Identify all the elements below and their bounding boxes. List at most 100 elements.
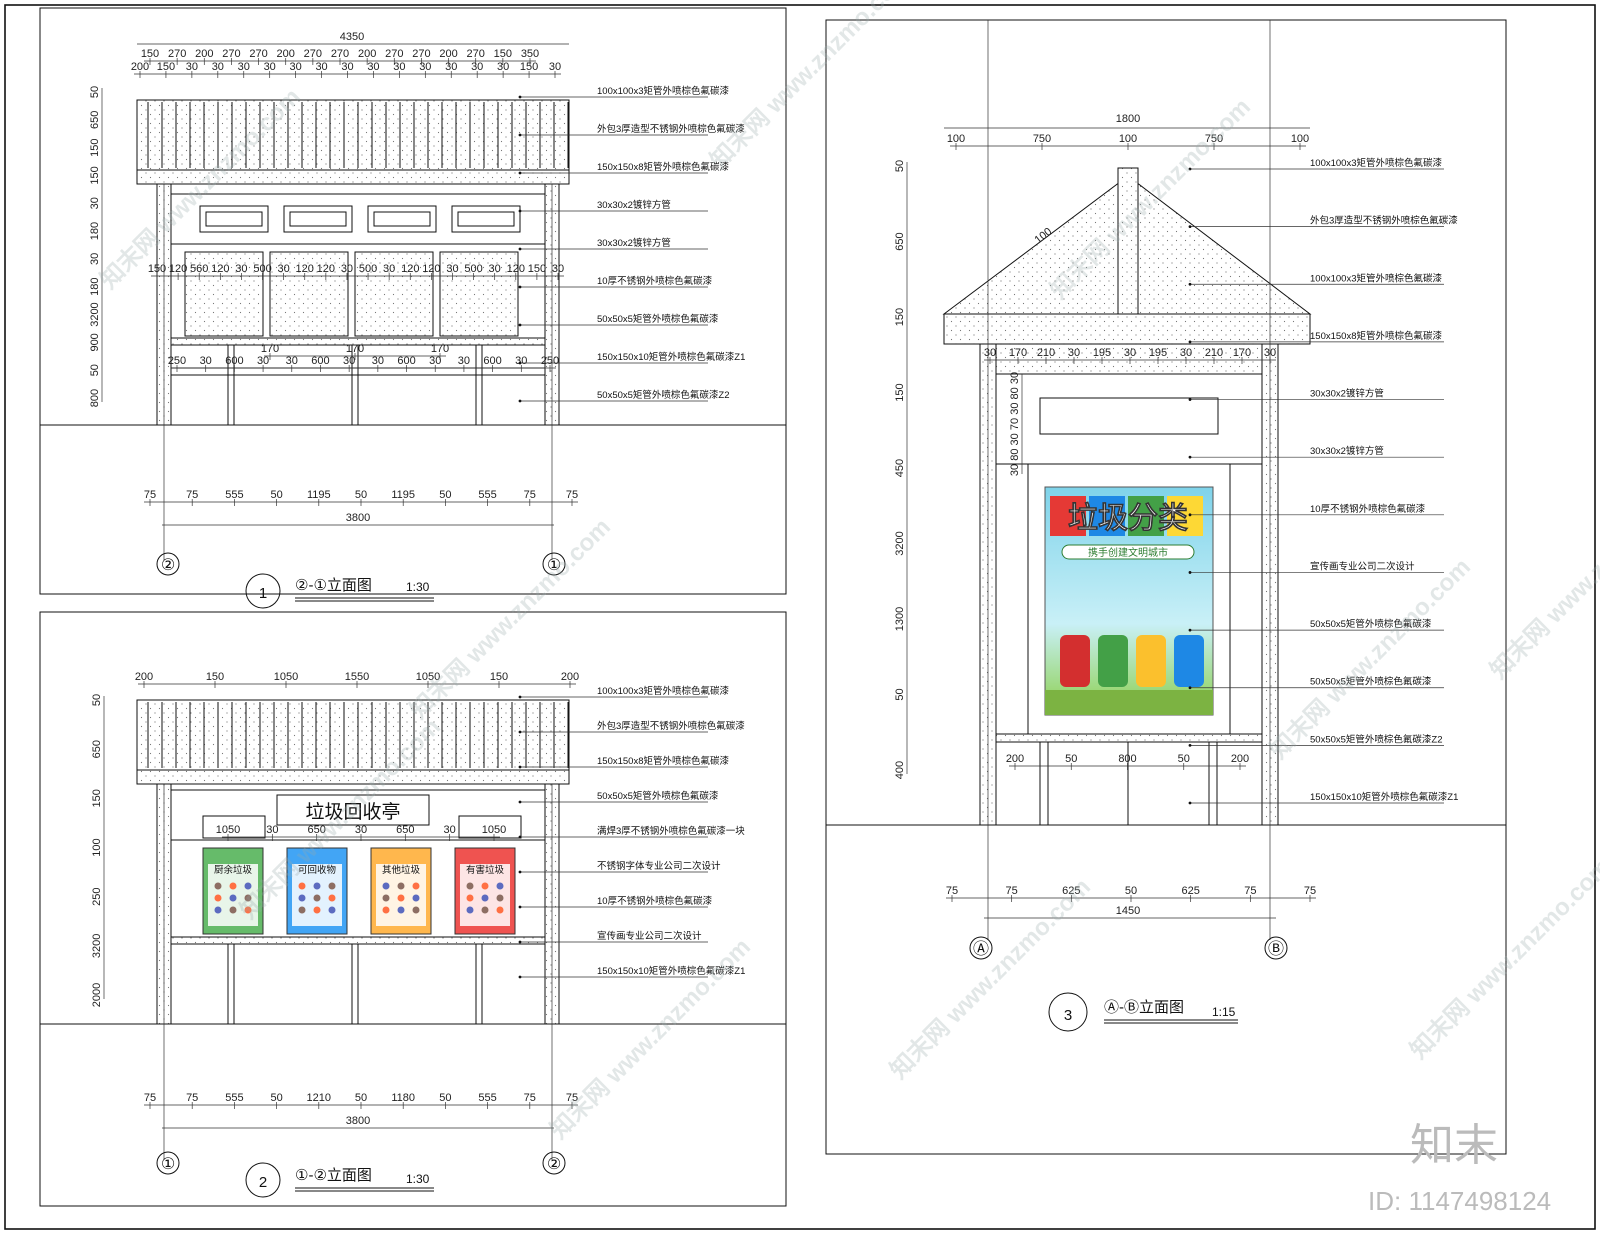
view1-lower-dim-4: 30 bbox=[286, 355, 298, 367]
view1-vdim-8: 3200 bbox=[89, 302, 101, 326]
view3-panel-dim-2: 210 bbox=[1037, 347, 1055, 359]
view1-bottom-dim-1: 75 bbox=[186, 489, 198, 501]
view1-top-row2-10: 30 bbox=[393, 61, 405, 73]
view1-overall-dim: 3800 bbox=[346, 512, 370, 524]
view1-panel-dim-16: 30 bbox=[489, 263, 501, 275]
view1-frame bbox=[39, 7, 787, 595]
view1-lower-dim-13: 250 bbox=[541, 355, 559, 367]
view1-top-row1-1: 270 bbox=[168, 48, 186, 60]
view1-top-row1-2: 200 bbox=[195, 48, 213, 60]
view3-notes-0: 100x100x3矩管外喷棕色氟碳漆 bbox=[1310, 157, 1442, 169]
view1-panel-dim-4: 30 bbox=[235, 263, 247, 275]
view1-vdim-2: 150 bbox=[89, 138, 101, 156]
view3-base-dim-4: 200 bbox=[1231, 753, 1249, 765]
view1-top-row1-0: 150 bbox=[141, 48, 159, 60]
view2-bottom-dim-3: 50 bbox=[270, 1092, 282, 1104]
view3-sign-vdim-0: 30 bbox=[1009, 372, 1021, 384]
view2-poster-label-0: 厨余垃圾 bbox=[214, 864, 253, 876]
view2-vdim-1: 650 bbox=[91, 740, 103, 758]
view1-bottom-dim-3: 50 bbox=[270, 489, 282, 501]
view1-notes-2: 150x150x8矩管外喷棕色氟碳漆 bbox=[597, 161, 729, 173]
poster-tile-2 bbox=[1089, 496, 1125, 536]
view1-top-row2-8: 30 bbox=[341, 61, 353, 73]
view2-vdim-5: 3200 bbox=[91, 934, 103, 958]
view2-board-dim-6: 1050 bbox=[482, 824, 506, 836]
view1-top-row2-3: 30 bbox=[212, 61, 224, 73]
view1-sign-frame-3 bbox=[451, 205, 521, 233]
view3-sign-vdim-6: 30 bbox=[1009, 464, 1021, 476]
view3-axis-bubble-left bbox=[969, 936, 993, 960]
view1-panel-dim-10: 500 bbox=[359, 263, 377, 275]
watermark-1: 知末网 www.znzmo.com bbox=[405, 513, 616, 724]
poster-tile-1 bbox=[1050, 496, 1086, 536]
view1-lower-dim-2: 600 bbox=[225, 355, 243, 367]
view1-panel-dim-0: 150 bbox=[148, 263, 166, 275]
view2-bottom-dim-8: 555 bbox=[478, 1092, 496, 1104]
view1-panel-dim-6: 30 bbox=[278, 263, 290, 275]
view1-scale: 1:30 bbox=[406, 580, 430, 594]
view2-vdim-0: 50 bbox=[91, 694, 103, 706]
view1-notes-6: 50x50x5矩管外喷棕色氟碳漆 bbox=[597, 313, 719, 325]
view1-panel-dim-7: 120 bbox=[296, 263, 314, 275]
bin-blue bbox=[1174, 635, 1204, 687]
view3-sign-frame bbox=[995, 373, 1263, 465]
view1-panel-dim-15: 500 bbox=[464, 263, 482, 275]
view2-notes-2: 150x150x8矩管外喷棕色氟碳漆 bbox=[597, 755, 729, 767]
view3-notes-5: 30x30x2镀锌方管 bbox=[1310, 445, 1384, 457]
view1-roof-cladding bbox=[136, 99, 570, 171]
view3-notes-10: 50x50x5矩管外喷棕色氟碳漆Z2 bbox=[1310, 733, 1443, 745]
view3-sign-box bbox=[1039, 397, 1219, 435]
view3-sign-vdim-2: 30 bbox=[1009, 403, 1021, 415]
view3-vdim-1: 650 bbox=[894, 232, 906, 250]
view1-panel-dim-1: 120 bbox=[169, 263, 187, 275]
view3-panel-dim-6: 195 bbox=[1149, 347, 1167, 359]
view2-overall-dim: 3800 bbox=[346, 1115, 370, 1127]
view3-top-dim-2: 100 bbox=[1119, 133, 1137, 145]
view1-top-row1-6: 270 bbox=[304, 48, 322, 60]
view1-vdim-10: 50 bbox=[89, 364, 101, 376]
view3-axis-left: Ⓐ bbox=[973, 940, 989, 958]
view2-bottom-dim-0: 75 bbox=[144, 1092, 156, 1104]
view2-number-circle bbox=[245, 1162, 281, 1198]
view3-panel-dim-3: 30 bbox=[1068, 347, 1080, 359]
view3-poster-subtitle: 携手创建文明城市 bbox=[1088, 546, 1168, 559]
view3-top-dim-3: 750 bbox=[1205, 133, 1223, 145]
view1-vdim-5: 180 bbox=[89, 222, 101, 240]
view3-panel-dim-5: 30 bbox=[1124, 347, 1136, 359]
view2-board-dim-5: 30 bbox=[444, 824, 456, 836]
view2-sign-board bbox=[276, 794, 430, 826]
view1-top-row2-12: 30 bbox=[445, 61, 457, 73]
view1-lower-dim-10: 30 bbox=[458, 355, 470, 367]
view3-axis-right: Ⓑ bbox=[1268, 940, 1284, 958]
view2-notes-4: 满焊3厚不锈钢外喷棕色氟碳漆一块 bbox=[597, 825, 745, 837]
view1-top-row1-10: 270 bbox=[412, 48, 430, 60]
view3-panel-dim-8: 210 bbox=[1205, 347, 1223, 359]
view3-top-dim-1: 750 bbox=[1033, 133, 1051, 145]
view1-sign-frame-0 bbox=[199, 205, 269, 233]
brand-logo: 知末 bbox=[1410, 1121, 1498, 1170]
watermark-8: 知末网 www.znzmo.com bbox=[1485, 473, 1600, 684]
view1-notes-0: 100x100x3矩管外喷棕色氟碳漆 bbox=[597, 85, 729, 97]
view3-vdim-6: 1300 bbox=[894, 607, 906, 631]
view1-upper-frame bbox=[170, 193, 546, 245]
view1-sign-frame-1 bbox=[283, 205, 353, 233]
view3-overall-dim: 1450 bbox=[1116, 905, 1140, 917]
view2-top-dim-1: 150 bbox=[206, 671, 224, 683]
view1-number-circle bbox=[245, 573, 281, 609]
view2-bottom-dim-6: 1180 bbox=[391, 1092, 415, 1104]
view1-top-row2-6: 30 bbox=[290, 61, 302, 73]
view2-notes-3: 50x50x5矩管外喷棕色氟碳漆 bbox=[597, 790, 719, 802]
view3-bottom-dim-3: 50 bbox=[1125, 885, 1137, 897]
view1-top-row2-16: 30 bbox=[549, 61, 561, 73]
view1-bottom-dim-9: 75 bbox=[524, 489, 536, 501]
view1-lower-dim-11: 600 bbox=[483, 355, 501, 367]
view2-bottom-dim-5: 50 bbox=[355, 1092, 367, 1104]
view2-top-dim-3: 1550 bbox=[345, 671, 369, 683]
view3-poster: 垃圾分类 携手创建文明城市 bbox=[1044, 486, 1214, 716]
view2-top-dim-5: 150 bbox=[490, 671, 508, 683]
view1-panel-dim-17: 120 bbox=[507, 263, 525, 275]
view2-rail bbox=[170, 936, 546, 945]
view1-lower-170-2: 170 bbox=[431, 343, 449, 355]
view1-roof-beam bbox=[136, 169, 570, 185]
